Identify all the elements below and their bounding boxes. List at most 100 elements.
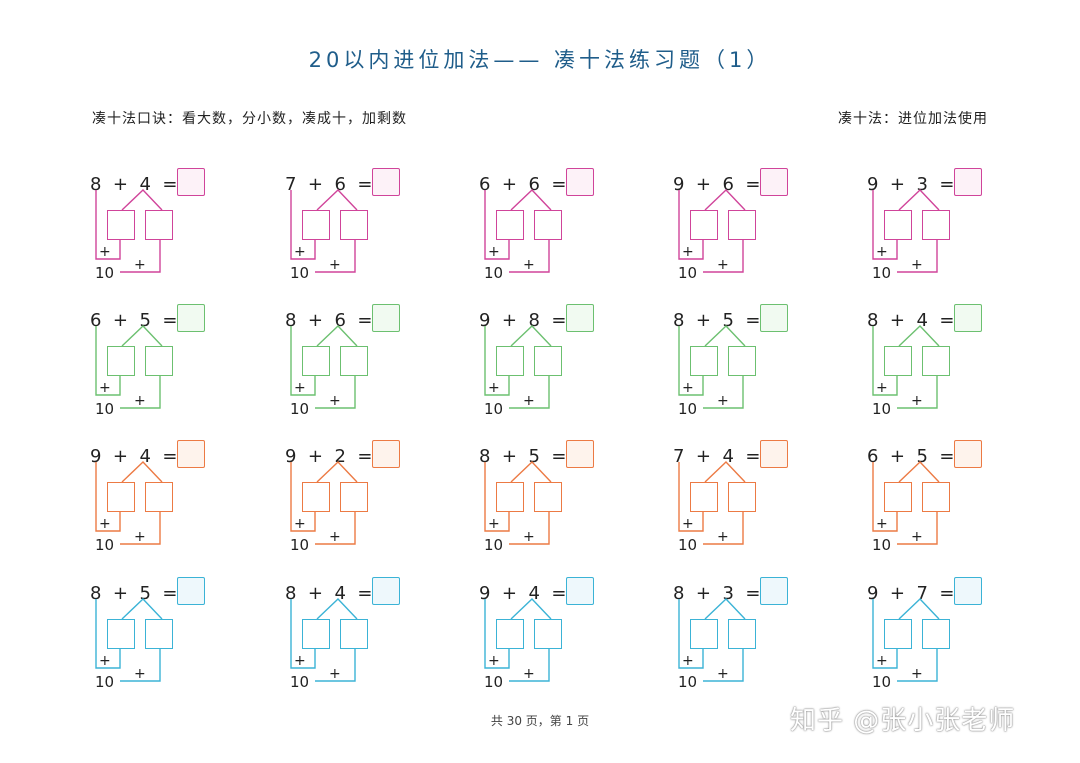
- split-box-left[interactable]: [690, 346, 718, 376]
- answer-box[interactable]: [760, 440, 788, 468]
- split-box-right[interactable]: [340, 482, 368, 512]
- split-box-left[interactable]: [107, 482, 135, 512]
- addend-b: 2: [334, 446, 346, 467]
- plus-sign-lower: +: [682, 516, 694, 532]
- bracket-left: [484, 599, 510, 669]
- split-box-right[interactable]: [145, 210, 173, 240]
- addend-b: 4: [139, 446, 151, 467]
- split-box-right[interactable]: [922, 346, 950, 376]
- plus-sign-lower: +: [99, 244, 111, 260]
- split-box-left[interactable]: [884, 346, 912, 376]
- split-box-right[interactable]: [145, 482, 173, 512]
- answer-box[interactable]: [372, 304, 400, 332]
- ten-label: 10: [678, 536, 698, 554]
- answer-box[interactable]: [177, 577, 205, 605]
- decomposition-lines: [872, 598, 940, 682]
- plus-sign-bottom: +: [717, 666, 729, 682]
- split-box-left[interactable]: [496, 482, 524, 512]
- ten-label: 10: [95, 264, 115, 282]
- split-box-right[interactable]: [340, 346, 368, 376]
- split-box-right[interactable]: [534, 619, 562, 649]
- answer-box[interactable]: [566, 304, 594, 332]
- answer-box[interactable]: [760, 577, 788, 605]
- split-box-left[interactable]: [302, 619, 330, 649]
- split-box-right[interactable]: [728, 619, 756, 649]
- equals-sign: =: [551, 583, 567, 604]
- addend-b: 4: [722, 446, 734, 467]
- problem-2-5: 8 + 4 =+10+: [867, 304, 1047, 429]
- split-box-left[interactable]: [884, 210, 912, 240]
- split-branch: [316, 325, 358, 347]
- split-box-right[interactable]: [922, 482, 950, 512]
- split-box-right[interactable]: [922, 210, 950, 240]
- equals-sign: =: [551, 446, 567, 467]
- answer-box[interactable]: [954, 304, 982, 332]
- split-branch: [121, 325, 163, 347]
- split-box-right[interactable]: [340, 619, 368, 649]
- decomposition-lines: [678, 461, 746, 545]
- bracket-left: [484, 462, 510, 532]
- answer-box[interactable]: [566, 440, 594, 468]
- split-box-left[interactable]: [690, 210, 718, 240]
- split-box-right[interactable]: [728, 346, 756, 376]
- answer-box[interactable]: [566, 168, 594, 196]
- equals-sign: =: [357, 310, 373, 331]
- answer-box[interactable]: [954, 168, 982, 196]
- split-box-left[interactable]: [107, 346, 135, 376]
- split-box-right[interactable]: [728, 210, 756, 240]
- answer-box[interactable]: [954, 440, 982, 468]
- plus-sign-lower: +: [488, 244, 500, 260]
- answer-box[interactable]: [177, 168, 205, 196]
- equals-sign: =: [357, 174, 373, 195]
- answer-box[interactable]: [760, 304, 788, 332]
- addend-b: 5: [916, 446, 928, 467]
- split-box-right[interactable]: [534, 346, 562, 376]
- split-box-right[interactable]: [145, 346, 173, 376]
- split-box-right[interactable]: [728, 482, 756, 512]
- split-box-right[interactable]: [145, 619, 173, 649]
- split-box-left[interactable]: [302, 482, 330, 512]
- watermark: 知乎 @张小张老师: [790, 706, 1016, 736]
- split-box-left[interactable]: [107, 210, 135, 240]
- answer-box[interactable]: [372, 440, 400, 468]
- ten-label: 10: [872, 536, 892, 554]
- split-box-left[interactable]: [107, 619, 135, 649]
- split-box-left[interactable]: [884, 619, 912, 649]
- answer-box[interactable]: [177, 304, 205, 332]
- split-box-left[interactable]: [302, 210, 330, 240]
- split-box-right[interactable]: [922, 619, 950, 649]
- split-box-right[interactable]: [534, 210, 562, 240]
- addend-a: 9: [867, 174, 879, 195]
- bracket-right: [120, 240, 161, 273]
- problem-4-2: 8 + 4 =+10+: [285, 577, 465, 702]
- split-box-left[interactable]: [496, 346, 524, 376]
- decomposition-lines: [678, 325, 746, 409]
- split-box-left[interactable]: [884, 482, 912, 512]
- split-box-left[interactable]: [690, 619, 718, 649]
- split-box-left[interactable]: [496, 619, 524, 649]
- split-box-right[interactable]: [340, 210, 368, 240]
- addend-b: 6: [334, 310, 346, 331]
- bracket-left: [290, 462, 316, 532]
- problem-2-4: 8 + 5 =+10+: [673, 304, 853, 429]
- answer-box[interactable]: [177, 440, 205, 468]
- answer-box[interactable]: [566, 577, 594, 605]
- split-box-left[interactable]: [302, 346, 330, 376]
- equals-sign: =: [357, 583, 373, 604]
- plus-sign: +: [889, 446, 905, 467]
- plus-sign-lower: +: [488, 380, 500, 396]
- bracket-right: [120, 649, 161, 682]
- equals-sign: =: [745, 174, 761, 195]
- split-box-left[interactable]: [496, 210, 524, 240]
- answer-box[interactable]: [760, 168, 788, 196]
- addend-a: 8: [285, 583, 297, 604]
- split-box-left[interactable]: [690, 482, 718, 512]
- answer-box[interactable]: [372, 577, 400, 605]
- split-box-right[interactable]: [534, 482, 562, 512]
- split-branch: [316, 189, 358, 211]
- split-branch: [898, 598, 940, 620]
- answer-box[interactable]: [372, 168, 400, 196]
- ten-label: 10: [872, 673, 892, 691]
- answer-box[interactable]: [954, 577, 982, 605]
- plus-sign-lower: +: [294, 653, 306, 669]
